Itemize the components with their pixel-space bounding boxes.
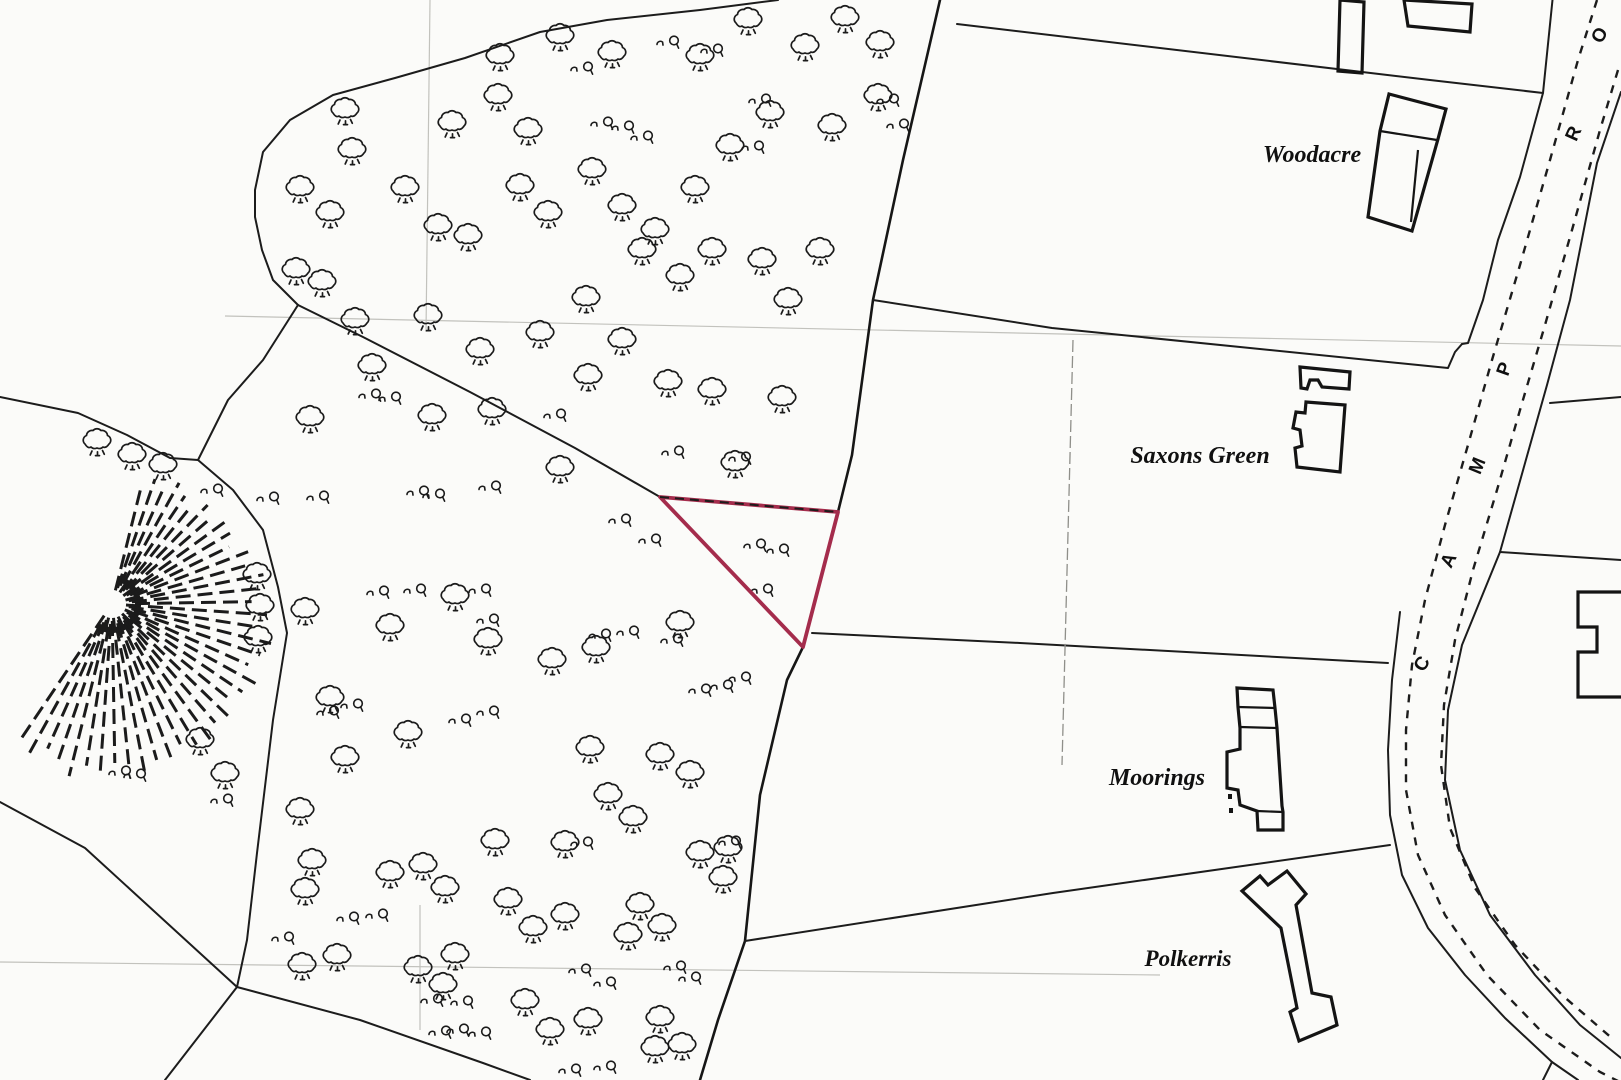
label-woodacre: Woodacre — [1263, 142, 1362, 168]
building-top-main — [1402, 0, 1474, 34]
building-right-edge — [1576, 590, 1621, 699]
map-line-wood-west-upper — [197, 304, 299, 461]
map-line-grid-horizontal-lower — [0, 961, 1161, 976]
moorings-inner-3 — [1256, 809, 1284, 814]
map-line-saxons-south — [811, 632, 1389, 664]
map-line-road-west-upper — [1461, 0, 1554, 345]
pit-radial-hachures — [20, 478, 272, 778]
map-line-road-east — [1444, 91, 1621, 1059]
map-line-pit-field-south — [0, 801, 238, 988]
pit-ray — [132, 550, 249, 598]
building-saxons-main — [1291, 400, 1347, 474]
map-line-grid-horizontal-upper — [224, 315, 1621, 347]
map-line-wood-west-lower — [197, 459, 288, 988]
map-line-wood-outline-top — [254, 0, 779, 306]
woodacre-inner-1 — [1379, 129, 1438, 142]
map-line-sw-branch — [164, 986, 238, 1080]
pit-ray — [116, 619, 175, 764]
pit-ray — [134, 600, 252, 606]
map-line-grid-vertical-upper — [425, 0, 431, 333]
pit-ray — [121, 482, 181, 585]
pit-ray — [112, 617, 131, 772]
pit-ray — [27, 623, 103, 755]
pit-ray — [118, 490, 164, 587]
pit-ray — [116, 615, 182, 745]
pit-ray — [124, 503, 209, 591]
pit-ray — [20, 614, 106, 739]
map-line-woodacre-north — [956, 23, 1544, 94]
map-line-woodacre-south — [872, 299, 1463, 369]
label-polkerris: Polkerris — [1144, 946, 1232, 971]
highlighted-plot[interactable] — [658, 495, 840, 649]
map-line-road-dashed-east — [1439, 69, 1620, 1041]
pit-ray — [121, 612, 232, 720]
pit-ray — [125, 531, 231, 597]
map-line-road-west-spur — [1542, 1061, 1553, 1080]
pit-ray — [84, 626, 110, 766]
pit-ray — [122, 619, 215, 745]
road-letter-M: M — [1465, 455, 1490, 478]
building-saxons-small — [1298, 365, 1352, 391]
pit-ray — [122, 615, 217, 724]
pit-ray — [98, 623, 113, 777]
pit-ray — [67, 617, 111, 777]
moorings-dot — [1229, 808, 1233, 813]
pit-ray — [124, 608, 249, 667]
pit-ray — [110, 620, 117, 764]
pit-ray — [133, 610, 261, 657]
building-top-wing — [1336, 0, 1366, 75]
map-line-road-dashed-west — [1404, 0, 1619, 1080]
pit-ray — [118, 495, 187, 594]
pit-ray — [128, 573, 264, 603]
pit-ray — [113, 489, 142, 591]
map-line-east-branch-lower — [1499, 551, 1621, 561]
pit-ray — [126, 610, 257, 686]
map-line-road-west-lower — [1387, 611, 1579, 1080]
pit-ray — [116, 622, 159, 761]
pit-ray — [121, 507, 191, 592]
map-line-moorings-south — [744, 844, 1391, 942]
label-moorings: Moorings — [1108, 765, 1205, 791]
pit-ray — [125, 603, 268, 617]
map-line-wood-division — [297, 304, 661, 498]
moorings-inner-2 — [1239, 725, 1278, 730]
pit-ray — [129, 545, 230, 597]
moorings-inner-1 — [1237, 705, 1276, 710]
label-saxons-green: Saxons Green — [1130, 443, 1269, 469]
pit-ray — [128, 517, 211, 591]
pit-ray — [131, 607, 272, 646]
pit-ray — [55, 619, 108, 764]
map-line-east-branch-upper — [1549, 396, 1621, 404]
building-polkerris — [1239, 868, 1339, 1044]
map-line-pit-field-north — [0, 396, 199, 461]
pit-ray — [46, 621, 106, 750]
pit-ray — [127, 613, 244, 694]
woodacre-inner-2 — [1409, 149, 1420, 223]
building-footprints — [1225, 0, 1621, 1044]
map-line-field-fence — [1061, 339, 1074, 766]
pit-ray — [122, 622, 198, 746]
moorings-dot — [1228, 794, 1232, 799]
pit-ray — [116, 478, 157, 589]
map-line-south-boundary — [236, 986, 531, 1080]
pit-ray — [114, 626, 148, 778]
faint-grid-lines — [0, 0, 1621, 1030]
highlighted-plot-outline[interactable] — [658, 495, 840, 649]
